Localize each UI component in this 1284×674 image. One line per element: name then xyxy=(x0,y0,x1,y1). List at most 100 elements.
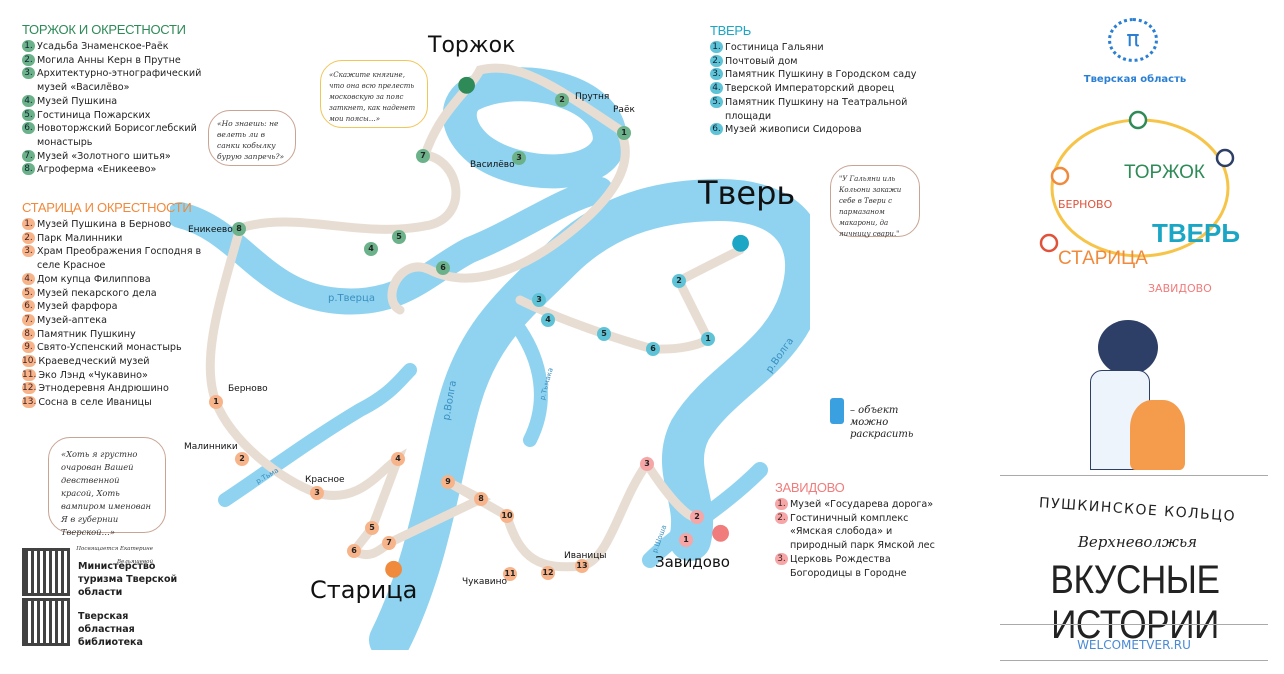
legend-item[interactable]: 2.Могила Анны Керн в Прутне xyxy=(22,53,202,68)
pin-icon-zavidovo[interactable]: ● xyxy=(711,520,731,545)
qr-code-library[interactable] xyxy=(22,598,70,646)
map-marker-tver-2[interactable]: 2 xyxy=(672,274,686,288)
map-marker-torzhok-3[interactable]: 3 xyxy=(512,151,526,165)
pin-icon-staritsa[interactable]: ● xyxy=(384,556,404,581)
map-marker-staritsa-4[interactable]: 4 xyxy=(391,452,405,466)
legend-item[interactable]: 2.Почтовый дом xyxy=(710,54,950,69)
legend-item-label: Свято-Успенский монастырь xyxy=(37,342,182,354)
legend-item-label: Гостиничный комплекс «Ямская слобода» и … xyxy=(790,512,935,552)
website-link[interactable]: WELCOMETVER.RU xyxy=(1077,638,1191,652)
number-badge: 1. xyxy=(22,218,35,230)
legend-item-label: Гостиница Гальяни xyxy=(725,42,824,53)
map-marker-staritsa-8[interactable]: 8 xyxy=(474,492,488,506)
legend-item[interactable]: 8.Памятник Пушкину xyxy=(22,327,202,342)
qr-code-ministry[interactable] xyxy=(22,548,70,596)
legend-item[interactable]: 4.Дом купца Филиппова xyxy=(22,272,202,287)
legend-item[interactable]: 13.Сосна в селе Иваницы xyxy=(22,396,202,410)
coloring-note: – объект можно раскрасить xyxy=(850,405,914,440)
map-marker-staritsa-13[interactable]: 13 xyxy=(575,559,589,573)
city-label-zavidovo: Завидово xyxy=(655,553,730,571)
legend-item[interactable]: 2.Парк Малинники xyxy=(22,231,202,246)
map-marker-torzhok-4[interactable]: 4 xyxy=(364,242,378,256)
legend-item[interactable]: 7.Музей «Золотного шитья» xyxy=(22,149,202,164)
map-marker-torzhok-6[interactable]: 6 xyxy=(436,261,450,275)
city-label-tver: Тверь xyxy=(698,174,796,212)
legend-item[interactable]: 5.Памятник Пушкину на Театральной площад… xyxy=(710,95,950,123)
map-marker-staritsa-12[interactable]: 12 xyxy=(541,566,555,580)
number-badge: 2. xyxy=(22,231,35,244)
map-marker-tver-1[interactable]: 1 xyxy=(701,332,715,346)
legend-item-label: Музей живописи Сидорова xyxy=(725,124,862,136)
legend-item[interactable]: 4.Тверской Императорский дворец xyxy=(710,82,950,96)
legend-item[interactable]: 7.Музей-аптека xyxy=(22,313,202,328)
map-marker-zavidovo-1[interactable]: 1 xyxy=(679,533,693,547)
pin-icon-torzhok[interactable]: ● xyxy=(457,72,477,97)
legend-title: ТВЕРЬ xyxy=(710,23,751,38)
legend-item-label: Музей фарфора xyxy=(37,301,118,313)
legend-title: СТАРИЦА И ОКРЕСТНОСТИ xyxy=(22,200,192,215)
legend-item-label: Храм Преображения Господня в селе Красно… xyxy=(37,246,202,272)
map-marker-staritsa-6[interactable]: 6 xyxy=(347,544,361,558)
number-badge: 1. xyxy=(22,40,35,52)
legend-item[interactable]: 3.Архитектурно-этнографический музей «Ва… xyxy=(22,67,202,94)
legend-item-label: Гостиница Пожарских xyxy=(37,109,151,121)
legend-item-label: Эко Лэнд «Чукавино» xyxy=(38,369,148,381)
map-marker-staritsa-5[interactable]: 5 xyxy=(365,521,379,535)
map-marker-tver-3[interactable]: 3 xyxy=(532,293,546,307)
place-bernovo: Берново xyxy=(228,384,268,394)
legend-item-label: Памятник Пушкину в Городском саду xyxy=(725,69,917,81)
legend-item[interactable]: 11.Эко Лэнд «Чукавино» xyxy=(22,368,202,383)
quote-bubble-princess: «Скажите княгине, что она всю прелесть м… xyxy=(320,60,428,128)
map-marker-staritsa-7[interactable]: 7 xyxy=(382,536,396,550)
map-marker-torzhok-7[interactable]: 7 xyxy=(416,149,430,163)
map-marker-staritsa-10[interactable]: 10 xyxy=(500,509,514,523)
pin-icon-tver[interactable]: ● xyxy=(731,230,751,255)
map-marker-zavidovo-2[interactable]: 2 xyxy=(690,510,704,524)
map-marker-staritsa-9[interactable]: 9 xyxy=(441,475,455,489)
map-marker-torzhok-1[interactable]: 1 xyxy=(617,126,631,140)
divider xyxy=(1000,660,1268,661)
legend-item[interactable]: 2.Гостиничный комплекс «Ямская слобода» … xyxy=(775,511,950,553)
legend-item[interactable]: 1.Музей Пушкина в Берново xyxy=(22,218,202,232)
legend-item[interactable]: 12.Этнодеревня Андрюшино xyxy=(22,382,202,396)
map-marker-staritsa-2[interactable]: 2 xyxy=(235,452,249,466)
legend-item[interactable]: 3.Храм Преображения Господня в селе Крас… xyxy=(22,245,202,272)
map-marker-zavidovo-3[interactable]: 3 xyxy=(640,457,654,471)
map-marker-torzhok-8[interactable]: 8 xyxy=(232,222,246,236)
legend-item[interactable]: 10.Краеведческий музей xyxy=(22,355,202,369)
legend-item[interactable]: 8.Агроферма «Еникеево» xyxy=(22,163,202,177)
legend-item[interactable]: 6.Музей фарфора xyxy=(22,300,202,314)
legend-item[interactable]: 1.Усадьба Знаменское-Раёк xyxy=(22,40,202,54)
number-badge: 8. xyxy=(22,163,35,176)
legend-item[interactable]: 6.Новоторжский Борисоглебский монастырь xyxy=(22,122,202,149)
ring-label-zavidovo: ЗАВИДОВО xyxy=(1148,282,1212,295)
number-badge: 4. xyxy=(22,272,35,285)
legend-item-label: Усадьба Знаменское-Раёк xyxy=(37,41,169,52)
map-marker-staritsa-3[interactable]: 3 xyxy=(310,486,324,500)
map-marker-staritsa-1[interactable]: 1 xyxy=(209,395,223,409)
place-prutnya: Прутня xyxy=(575,92,610,102)
map-marker-torzhok-5[interactable]: 5 xyxy=(392,230,406,244)
legend-item-label: Могила Анны Керн в Прутне xyxy=(37,54,181,66)
number-badge: 2. xyxy=(710,54,723,67)
map-marker-tver-6[interactable]: 6 xyxy=(646,342,660,356)
map-marker-staritsa-11[interactable]: 11 xyxy=(503,567,517,581)
legend-item[interactable]: 3.Памятник Пушкину в Городском саду xyxy=(710,68,950,82)
number-badge: 3. xyxy=(22,67,35,80)
map-marker-tver-4[interactable]: 4 xyxy=(541,313,555,327)
legend-item[interactable]: 3.Церковь Рождества Богородицы в Городне xyxy=(775,552,950,580)
legend-item[interactable]: 4.Музей Пушкина xyxy=(22,94,202,109)
legend-item[interactable]: 5.Гостиница Пожарских xyxy=(22,108,202,123)
map-marker-tver-5[interactable]: 5 xyxy=(597,327,611,341)
legend-item[interactable]: 6.Музей живописи Сидорова xyxy=(710,123,950,137)
legend-item[interactable]: 5.Музей пекарского дела xyxy=(22,286,202,301)
legend-item[interactable]: 1.Гостиница Гальяни xyxy=(710,41,950,55)
river-label-tvertsa: р.Тверца xyxy=(328,293,375,304)
legend-item[interactable]: 9.Свято-Успенский монастырь xyxy=(22,341,202,355)
legend-item[interactable]: 1.Музей «Государева дорога» xyxy=(775,498,950,512)
city-label-torzhok: Торжок xyxy=(428,33,516,58)
map-marker-torzhok-2[interactable]: 2 xyxy=(555,93,569,107)
number-badge: 7. xyxy=(22,149,35,162)
pushkin-ring xyxy=(1039,110,1235,258)
